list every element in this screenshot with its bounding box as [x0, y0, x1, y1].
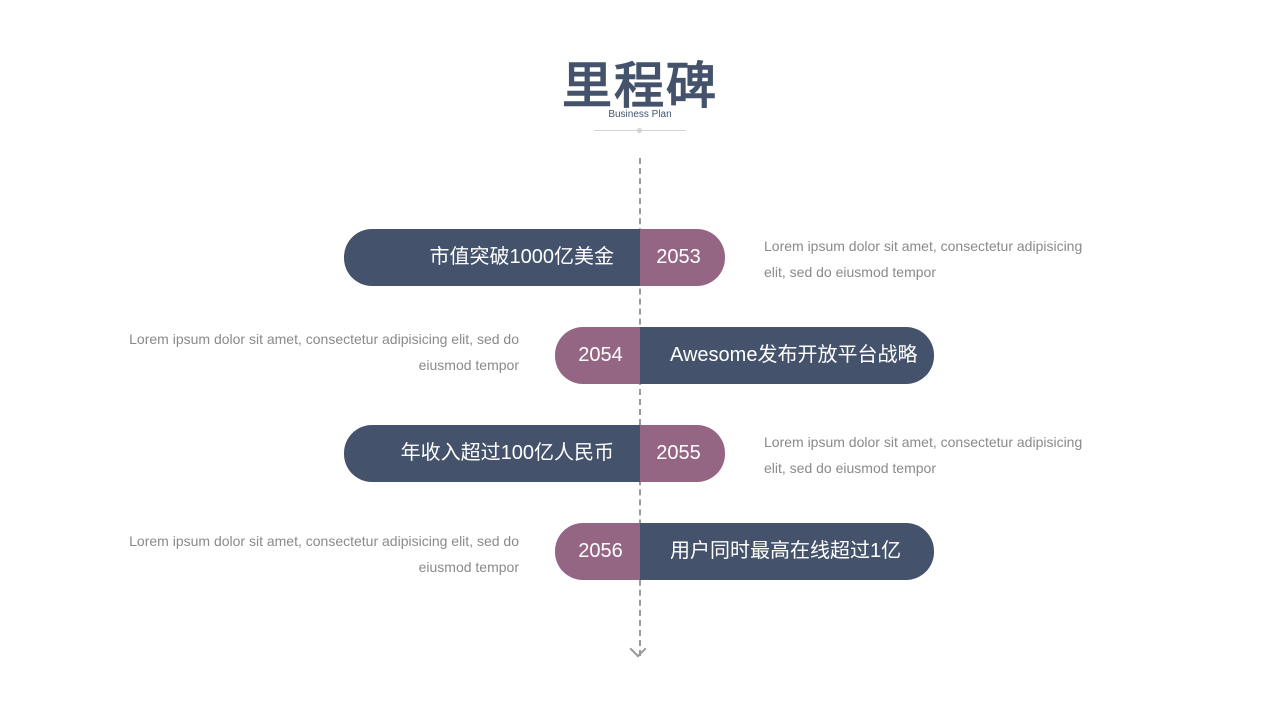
- milestone-1-description: Lorem ipsum dolor sit amet, consectetur …: [764, 238, 1083, 280]
- timeline-arrow-icon: [629, 640, 647, 658]
- page-title: 里程碑: [562, 58, 718, 114]
- milestone-2-year: 2054: [555, 327, 640, 384]
- milestone-1-year: 2053: [640, 229, 725, 286]
- milestone-2-description: Lorem ipsum dolor sit amet, consectetur …: [129, 331, 519, 373]
- timeline-axis: [639, 158, 641, 656]
- milestone-4-description: Lorem ipsum dolor sit amet, consectetur …: [129, 533, 519, 575]
- milestone-4-label: 用户同时最高在线超过1亿: [640, 523, 934, 580]
- milestone-4-year: 2056: [555, 523, 640, 580]
- subtitle-divider-dot: [637, 128, 642, 133]
- milestone-3-label: 年收入超过100亿人民币: [344, 425, 640, 482]
- milestone-2-label: Awesome发布开放平台战略: [640, 327, 934, 384]
- milestone-3-year: 2055: [640, 425, 725, 482]
- milestone-3-description: Lorem ipsum dolor sit amet, consectetur …: [764, 434, 1083, 476]
- page-subtitle: Business Plan: [608, 109, 672, 120]
- milestone-1-label: 市值突破1000亿美金: [344, 229, 640, 286]
